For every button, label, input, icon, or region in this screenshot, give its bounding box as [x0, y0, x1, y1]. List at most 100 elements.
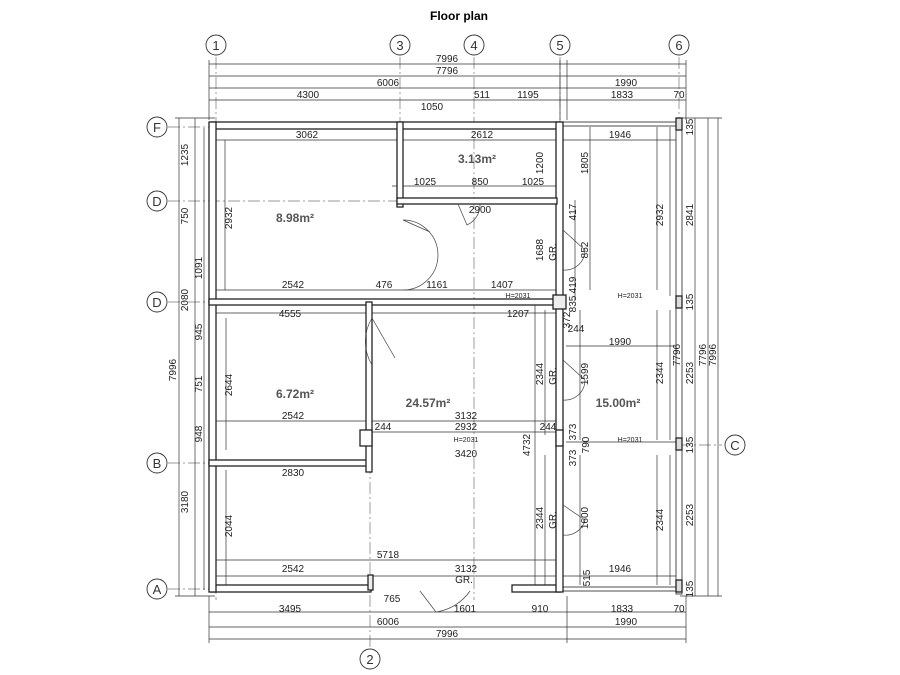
dim-label: 2542 — [282, 280, 305, 291]
axis-D2-circle — [146, 291, 168, 313]
axis-label: C — [730, 438, 739, 453]
axis-label: B — [153, 456, 162, 471]
room-area-terrace: 15.00m² — [596, 396, 641, 410]
dim-label: 373 — [568, 449, 579, 466]
axis-1-circle — [205, 34, 227, 56]
gr-label: GR. — [548, 367, 559, 385]
dim-label: 1946 — [609, 564, 632, 575]
gr-label: GR. — [548, 511, 559, 529]
room-area-kitchen: 8.98m² — [276, 211, 314, 225]
dim-label: 1946 — [609, 130, 632, 141]
dim-label: 790 — [581, 436, 592, 453]
dim-label: 2932 — [455, 422, 478, 433]
dim-label: 3062 — [296, 130, 319, 141]
dim-label: 7796 — [698, 343, 709, 366]
axis-label: 4 — [470, 38, 477, 53]
dimension-texts-left: 1235 750 1091 2080 945 751 948 3180 7996 — [168, 143, 205, 513]
axis-label: A — [153, 582, 162, 597]
axis-label: 5 — [556, 38, 563, 53]
dim-label: 7996 — [168, 358, 179, 381]
dim-label: 850 — [472, 177, 489, 188]
dim-label: 2830 — [282, 468, 305, 479]
dim-label: 2644 — [224, 373, 235, 396]
dim-label: 765 — [384, 594, 401, 605]
annotation-labels: GR. GR. GR. GR. H=2031 H=2031 H=2031 H=2… — [454, 243, 643, 586]
dim-label: 6006 — [377, 78, 400, 89]
dim-label: 244 — [568, 324, 585, 335]
room-area-storage: 3.13m² — [458, 152, 496, 166]
dim-label: 419 — [568, 276, 579, 293]
dim-label: 2253 — [685, 361, 696, 384]
doors — [365, 203, 586, 613]
dim-label: 852 — [580, 241, 591, 258]
axis-4-circle — [463, 34, 485, 56]
dim-label: 1050 — [421, 102, 444, 113]
dim-label: 1161 — [426, 280, 448, 291]
dim-label: 1195 — [517, 90, 539, 101]
dim-label: 1599 — [580, 362, 591, 385]
axis-C-circle — [724, 434, 746, 456]
dim-label: 3180 — [180, 490, 191, 513]
dim-label: 244 — [540, 422, 557, 433]
grid-lines — [168, 57, 722, 648]
dim-label: 2344 — [535, 506, 546, 529]
dim-label: 135 — [685, 436, 696, 453]
height-label: H=2031 — [454, 437, 479, 444]
axis-label: D — [152, 295, 161, 310]
dim-label: 3132 — [455, 411, 478, 422]
room-area-living: 24.57m² — [406, 396, 451, 410]
walls — [208, 117, 683, 595]
dim-label: 945 — [194, 323, 205, 340]
dim-label: 2542 — [282, 411, 305, 422]
axis-D1-circle — [146, 190, 168, 212]
diagram-title: Floor plan — [430, 9, 488, 23]
dim-label: 3420 — [455, 449, 478, 460]
dim-label: 1091 — [194, 256, 205, 279]
dim-label: 4555 — [279, 309, 302, 320]
axis-B-circle — [146, 452, 168, 474]
dim-label: 2900 — [469, 205, 492, 216]
dim-label: 2932 — [224, 206, 235, 229]
dim-label: 135 — [685, 580, 696, 597]
dim-label: 750 — [180, 207, 191, 224]
dim-label: 4732 — [522, 433, 533, 456]
dim-label: 910 — [532, 604, 549, 615]
room-area-bathroom: 6.72m² — [276, 387, 314, 401]
gr-label: GR. — [548, 243, 559, 261]
dim-label: 2344 — [535, 362, 546, 385]
axis-5-circle — [549, 34, 571, 56]
dim-label: 372 — [562, 311, 573, 328]
dim-label: 2932 — [655, 203, 666, 226]
height-label: H=2031 — [618, 437, 643, 444]
axis-label: 1 — [212, 38, 219, 53]
dim-label: 1200 — [535, 151, 546, 174]
axis-bubbles: 1 2 3 4 5 6 F D D B A C — [146, 34, 746, 670]
dim-label: 2612 — [471, 130, 494, 141]
dim-label: 244 — [375, 422, 392, 433]
dim-label: 1688 — [535, 238, 546, 261]
dim-label: 511 — [474, 90, 490, 101]
axis-label: D — [152, 194, 161, 209]
axis-F-circle — [146, 116, 168, 138]
dimension-texts-interior: 3062 2612 1946 1200 1805 1025 850 1025 2… — [224, 130, 632, 586]
dim-label: 2542 — [282, 564, 305, 575]
dim-label: 1990 — [615, 617, 638, 628]
gr-label: GR. — [455, 575, 473, 586]
dim-label: 1990 — [615, 78, 638, 89]
dim-label: 7796 — [672, 343, 683, 366]
axis-label: 2 — [366, 652, 373, 667]
dim-label: 2080 — [180, 288, 191, 311]
dim-label: 7996 — [436, 629, 459, 640]
dim-label: 1407 — [491, 280, 514, 291]
dim-label: 1025 — [522, 177, 545, 188]
axis-6-circle — [668, 34, 690, 56]
axis-A-circle — [146, 578, 168, 600]
dim-label: 70 — [673, 90, 685, 101]
dim-label: 1235 — [180, 143, 191, 166]
dimension-texts-bottom: 3495 765 1601 910 1833 70 6006 1990 7996 — [279, 594, 685, 640]
dim-label: 4300 — [297, 90, 320, 101]
dim-label: 5718 — [377, 550, 400, 561]
room-areas: 8.98m² 3.13m² 6.72m² 24.57m² 15.00m² — [276, 152, 640, 410]
dim-label: 476 — [376, 280, 393, 291]
dim-label: 2344 — [655, 508, 666, 531]
